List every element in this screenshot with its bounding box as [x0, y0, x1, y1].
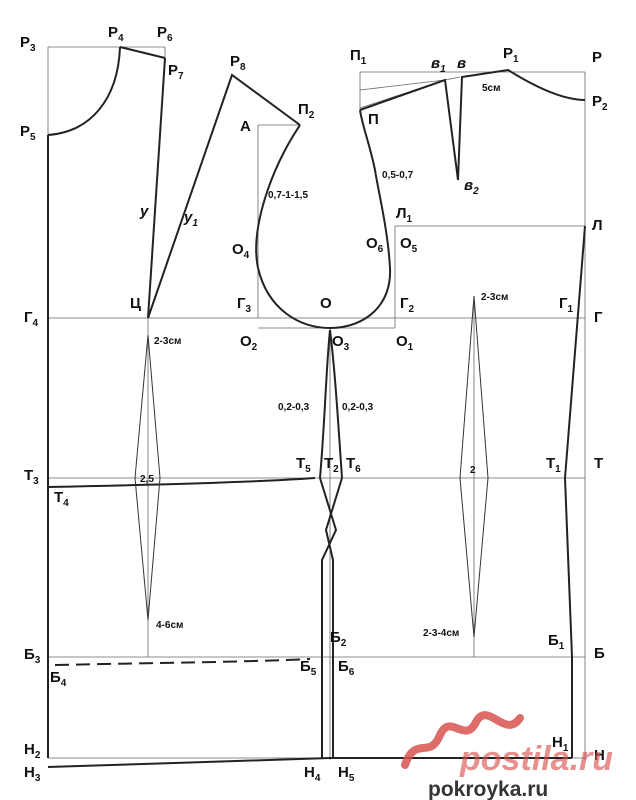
label-O2: О2	[240, 333, 258, 353]
back-armhole-dart	[147, 73, 301, 319]
back-shoulder-blade-line	[147, 57, 166, 319]
armhole-front-label: 0,5-0,7	[382, 170, 414, 181]
label-T: Т	[594, 455, 603, 472]
label-N4: Н4	[304, 764, 321, 784]
label-B: Б	[594, 645, 605, 662]
side-seam-left-upper	[319, 329, 331, 479]
construction-grid	[47, 46, 586, 760]
label-y1: у1	[183, 209, 198, 229]
label-L: Л	[592, 217, 603, 234]
front-dart-top-label: 2-3см	[481, 292, 508, 303]
label-T6: Т6	[346, 455, 361, 475]
shoulder-dart-label: 5см	[482, 83, 501, 94]
front-shoulder-and-neck	[359, 68, 586, 181]
label-B5: Б5	[300, 658, 317, 678]
darts	[134, 295, 489, 638]
dart-top	[444, 76, 461, 81]
watermark: postila.ru pokroyka.ru	[401, 711, 613, 800]
label-O3: О3	[332, 333, 350, 353]
back-dart-bottom-label: 4-6см	[156, 620, 183, 631]
label-Pi1: П1	[350, 47, 367, 67]
front-side-seam	[563, 225, 586, 758]
point-labels: Р3 Р4 Р6 Р7 Р5 Р8 П1 в1 в Р1 Р Р2 А П2 П…	[20, 24, 608, 784]
armhole-curve	[255, 109, 392, 330]
label-N2: Н2	[24, 741, 41, 761]
label-G: Г	[594, 309, 603, 326]
label-G3: Г3	[237, 295, 252, 315]
shoulder-helper-1	[359, 79, 446, 91]
label-L1: Л1	[396, 205, 413, 225]
label-P4: Р4	[108, 24, 124, 44]
label-A: А	[240, 118, 251, 135]
label-O5: О5	[400, 235, 418, 255]
label-P6: Р6	[157, 24, 173, 44]
label-B2: Б2	[330, 629, 347, 649]
side-seam-right-lower	[324, 477, 343, 758]
label-P7: Р7	[168, 62, 184, 82]
label-P1: Р1	[503, 45, 519, 65]
label-Pi: П	[368, 111, 379, 128]
back-dart-top-label: 2-3см	[154, 336, 181, 347]
label-v: в	[457, 55, 466, 72]
pattern-outline	[47, 46, 586, 768]
label-G4: Г4	[24, 309, 39, 329]
label-T1: Т1	[546, 455, 561, 475]
label-B3: Б3	[24, 646, 41, 666]
label-C: Ц	[130, 295, 141, 312]
label-B6: Б6	[338, 658, 355, 678]
label-B4: Б4	[50, 669, 67, 689]
label-O: О	[320, 295, 332, 312]
measurement-labels: 5см 0,5-0,7 0,7-1-1,5 2-3см 2,5 4-6см 0,…	[140, 83, 508, 639]
label-G2: Г2	[400, 295, 415, 315]
label-T4: Т4	[54, 489, 69, 509]
label-T5: Т5	[296, 455, 311, 475]
watermark-site: pokroyka.ru	[428, 778, 548, 800]
front-dart-bottom-label: 2-3-4см	[423, 628, 459, 639]
back-shoulder	[119, 46, 166, 59]
front-dart-width-label: 2	[470, 465, 476, 476]
label-P8: Р8	[230, 53, 246, 73]
hem-curve	[47, 757, 572, 768]
label-O1: О1	[396, 333, 414, 353]
label-P5: Р5	[20, 123, 36, 143]
back-dart-width-label: 2,5	[140, 474, 154, 485]
label-P2: Р2	[592, 93, 608, 113]
label-G1: Г1	[559, 295, 574, 315]
label-N5: Н5	[338, 764, 355, 784]
label-N: Н	[594, 747, 605, 764]
label-B1: Б1	[548, 632, 565, 652]
label-N3: Н3	[24, 764, 41, 784]
label-O6: О6	[366, 235, 384, 255]
label-Pi2: П2	[298, 101, 315, 121]
back-waist-curve	[47, 477, 316, 488]
front-waist-dart	[459, 295, 489, 638]
back-hip-dashed-line	[54, 658, 311, 666]
label-y: у	[139, 203, 149, 220]
label-N1: Н1	[552, 734, 569, 754]
postila-logo	[401, 711, 524, 769]
label-v1: в1	[431, 55, 446, 75]
watermark-brand: postila.ru	[459, 740, 613, 778]
side-right-label: 0,2-0,3	[342, 402, 374, 413]
side-seam-right-upper	[329, 329, 343, 479]
armhole-back-label: 0,7-1-1,5	[268, 190, 308, 201]
back-neck-curve	[47, 46, 121, 136]
label-P: Р	[592, 49, 602, 66]
label-T2: Т2	[324, 455, 339, 475]
label-v2: в2	[464, 177, 479, 197]
label-P3: Р3	[20, 34, 36, 54]
label-O4: О4	[232, 241, 250, 261]
side-left-label: 0,2-0,3	[278, 402, 310, 413]
label-T3: Т3	[24, 467, 39, 487]
back-waist-dart	[134, 334, 161, 621]
